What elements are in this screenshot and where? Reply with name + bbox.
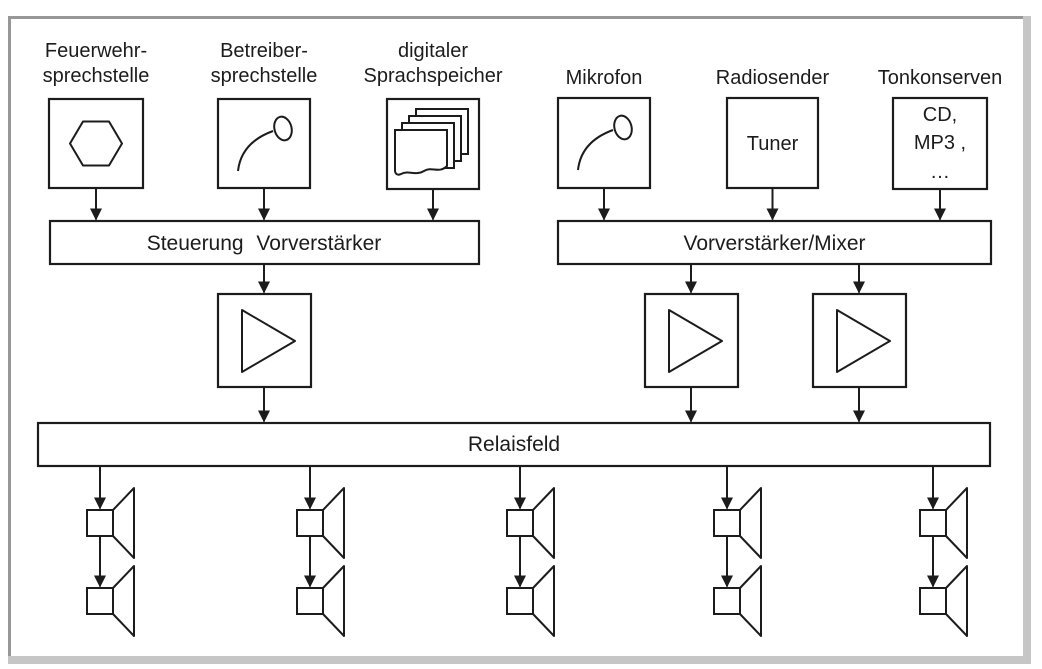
loudspeaker-icon xyxy=(713,565,762,637)
source-label-line: Sprachspeicher xyxy=(364,65,503,87)
source-label-line: digitaler xyxy=(398,40,468,62)
loudspeaker-icon xyxy=(713,487,762,559)
source-radiosender: Radiosender Tuner xyxy=(716,67,830,221)
relaisfeld-box xyxy=(36,421,992,468)
steuerung-vorverstaerker-label: Steuerung Vorverstärker xyxy=(147,232,382,255)
relaisfeld-block: Relaisfeld xyxy=(36,421,992,468)
loudspeaker-icon xyxy=(919,565,968,637)
steuerung-vorverstaerker-block: Steuerung Vorverstärker xyxy=(48,219,481,266)
speaker-column xyxy=(506,466,555,637)
power-amplifier-block xyxy=(811,292,908,389)
document-stack-icon xyxy=(394,108,469,176)
relaisfeld-label: Relaisfeld xyxy=(468,433,560,456)
source-label-line: sprechstelle xyxy=(211,65,318,87)
power-amplifier-block xyxy=(216,292,313,389)
loudspeaker-icon xyxy=(919,487,968,559)
loudspeaker-icon xyxy=(296,487,345,559)
loudspeaker-icon xyxy=(506,565,555,637)
loudspeaker-icon xyxy=(506,487,555,559)
vorverstaerker-mixer-label: Vorverstärker/Mixer xyxy=(683,232,865,255)
loudspeaker-icon xyxy=(296,565,345,637)
source-tonkonserven: Tonkonserven CD, MP3 , … xyxy=(878,67,1003,221)
speaker-column xyxy=(86,466,135,637)
source-box xyxy=(725,96,820,190)
media-box-text: … xyxy=(930,161,950,183)
vorverstaerker-mixer-block: Vorverstärker/Mixer xyxy=(556,219,993,266)
loudspeaker-icon xyxy=(86,487,135,559)
source-box xyxy=(216,97,312,190)
power-amplifier-block xyxy=(643,292,740,389)
loudspeaker-icon xyxy=(86,565,135,637)
media-box-text: MP3 , xyxy=(914,132,966,154)
source-label-line: Betreiber- xyxy=(220,40,308,62)
vorverstaerker-mixer-box xyxy=(556,219,993,266)
source-box xyxy=(47,97,145,190)
source-label-line: Radiosender xyxy=(716,67,830,89)
media-box-text: CD, xyxy=(923,104,957,126)
source-label-line: Feuerwehr- xyxy=(45,40,147,62)
source-box xyxy=(556,96,652,190)
steuerung-vorverstaerker-box xyxy=(48,219,481,266)
source-label-line: sprechstelle xyxy=(43,65,150,87)
tuner-box-text: Tuner xyxy=(747,133,799,155)
source-label-line: Tonkonserven xyxy=(878,67,1003,89)
source-betreibersprechstelle: Betreiber- sprechstelle xyxy=(211,40,318,221)
hexagon-icon xyxy=(69,120,123,167)
source-feuerwehrsprechstelle: Feuerwehr- sprechstelle xyxy=(43,40,150,221)
speaker-column xyxy=(296,466,345,637)
source-label-line: Mikrofon xyxy=(566,67,643,89)
speaker-column xyxy=(713,466,762,637)
speaker-column xyxy=(919,466,968,637)
source-digitaler-sprachspeicher: digitaler Sprachspeicher xyxy=(364,40,503,221)
source-mikrofon: Mikrofon xyxy=(556,67,652,221)
